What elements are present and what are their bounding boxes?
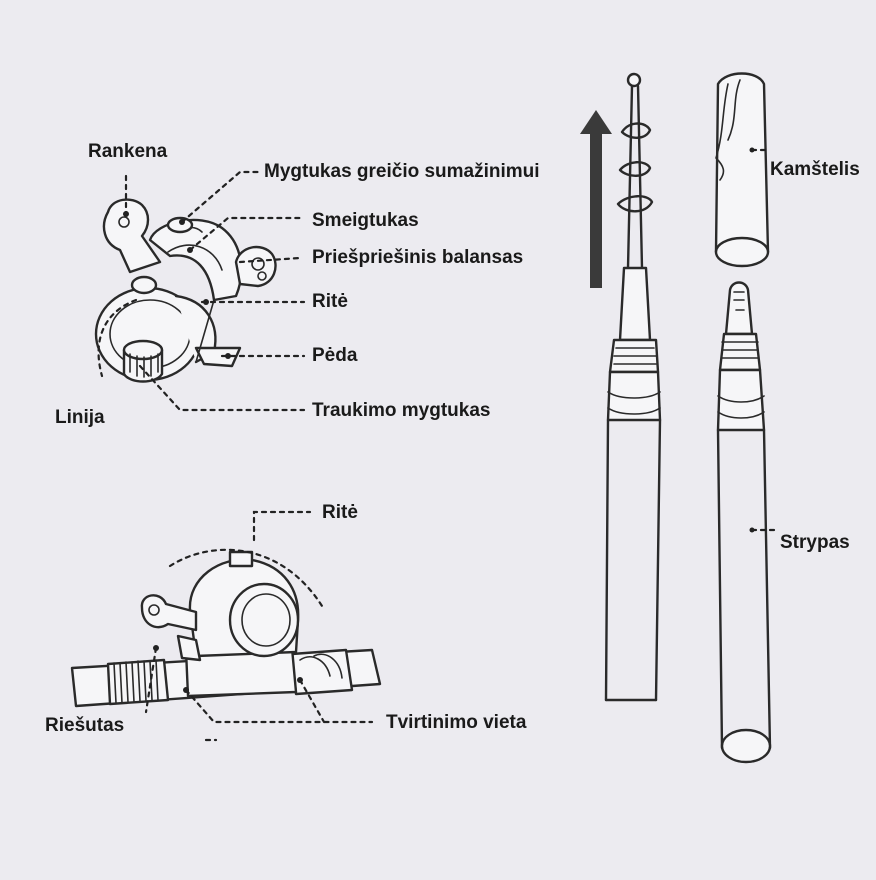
label-linija: Linija: [55, 407, 105, 428]
label-rankena: Rankena: [88, 141, 168, 162]
collapsed-rod-illustration: [714, 72, 772, 764]
extended-rod-illustration: [604, 72, 662, 702]
reel-mounted-illustration: [70, 550, 382, 708]
leader-lines-bottom: [144, 510, 374, 742]
leader-lines-right: [750, 148, 776, 532]
label-priespriesinis-balansas: Priešpriešinis balansas: [312, 247, 524, 268]
extension-arrow: [580, 110, 612, 288]
label-tvirtinimo-vieta: Tvirtinimo vieta: [386, 712, 527, 733]
label-peda: Pėda: [312, 345, 358, 366]
leader-lines-top: [97, 170, 306, 412]
label-riesutas: Riešutas: [45, 715, 125, 736]
reel-illustration-top: [94, 198, 277, 383]
label-rite-top: Ritė: [312, 291, 348, 312]
label-rite-bottom: Ritė: [322, 502, 358, 523]
label-kamstelis: Kamštelis: [770, 159, 860, 180]
label-smeigtukas: Smeigtukas: [312, 210, 419, 231]
label-traukimo-mygtukas: Traukimo mygtukas: [312, 400, 491, 421]
label-strypas: Strypas: [780, 532, 850, 553]
label-mygtukas-greicio: Mygtukas greičio sumažinimui: [264, 161, 540, 182]
